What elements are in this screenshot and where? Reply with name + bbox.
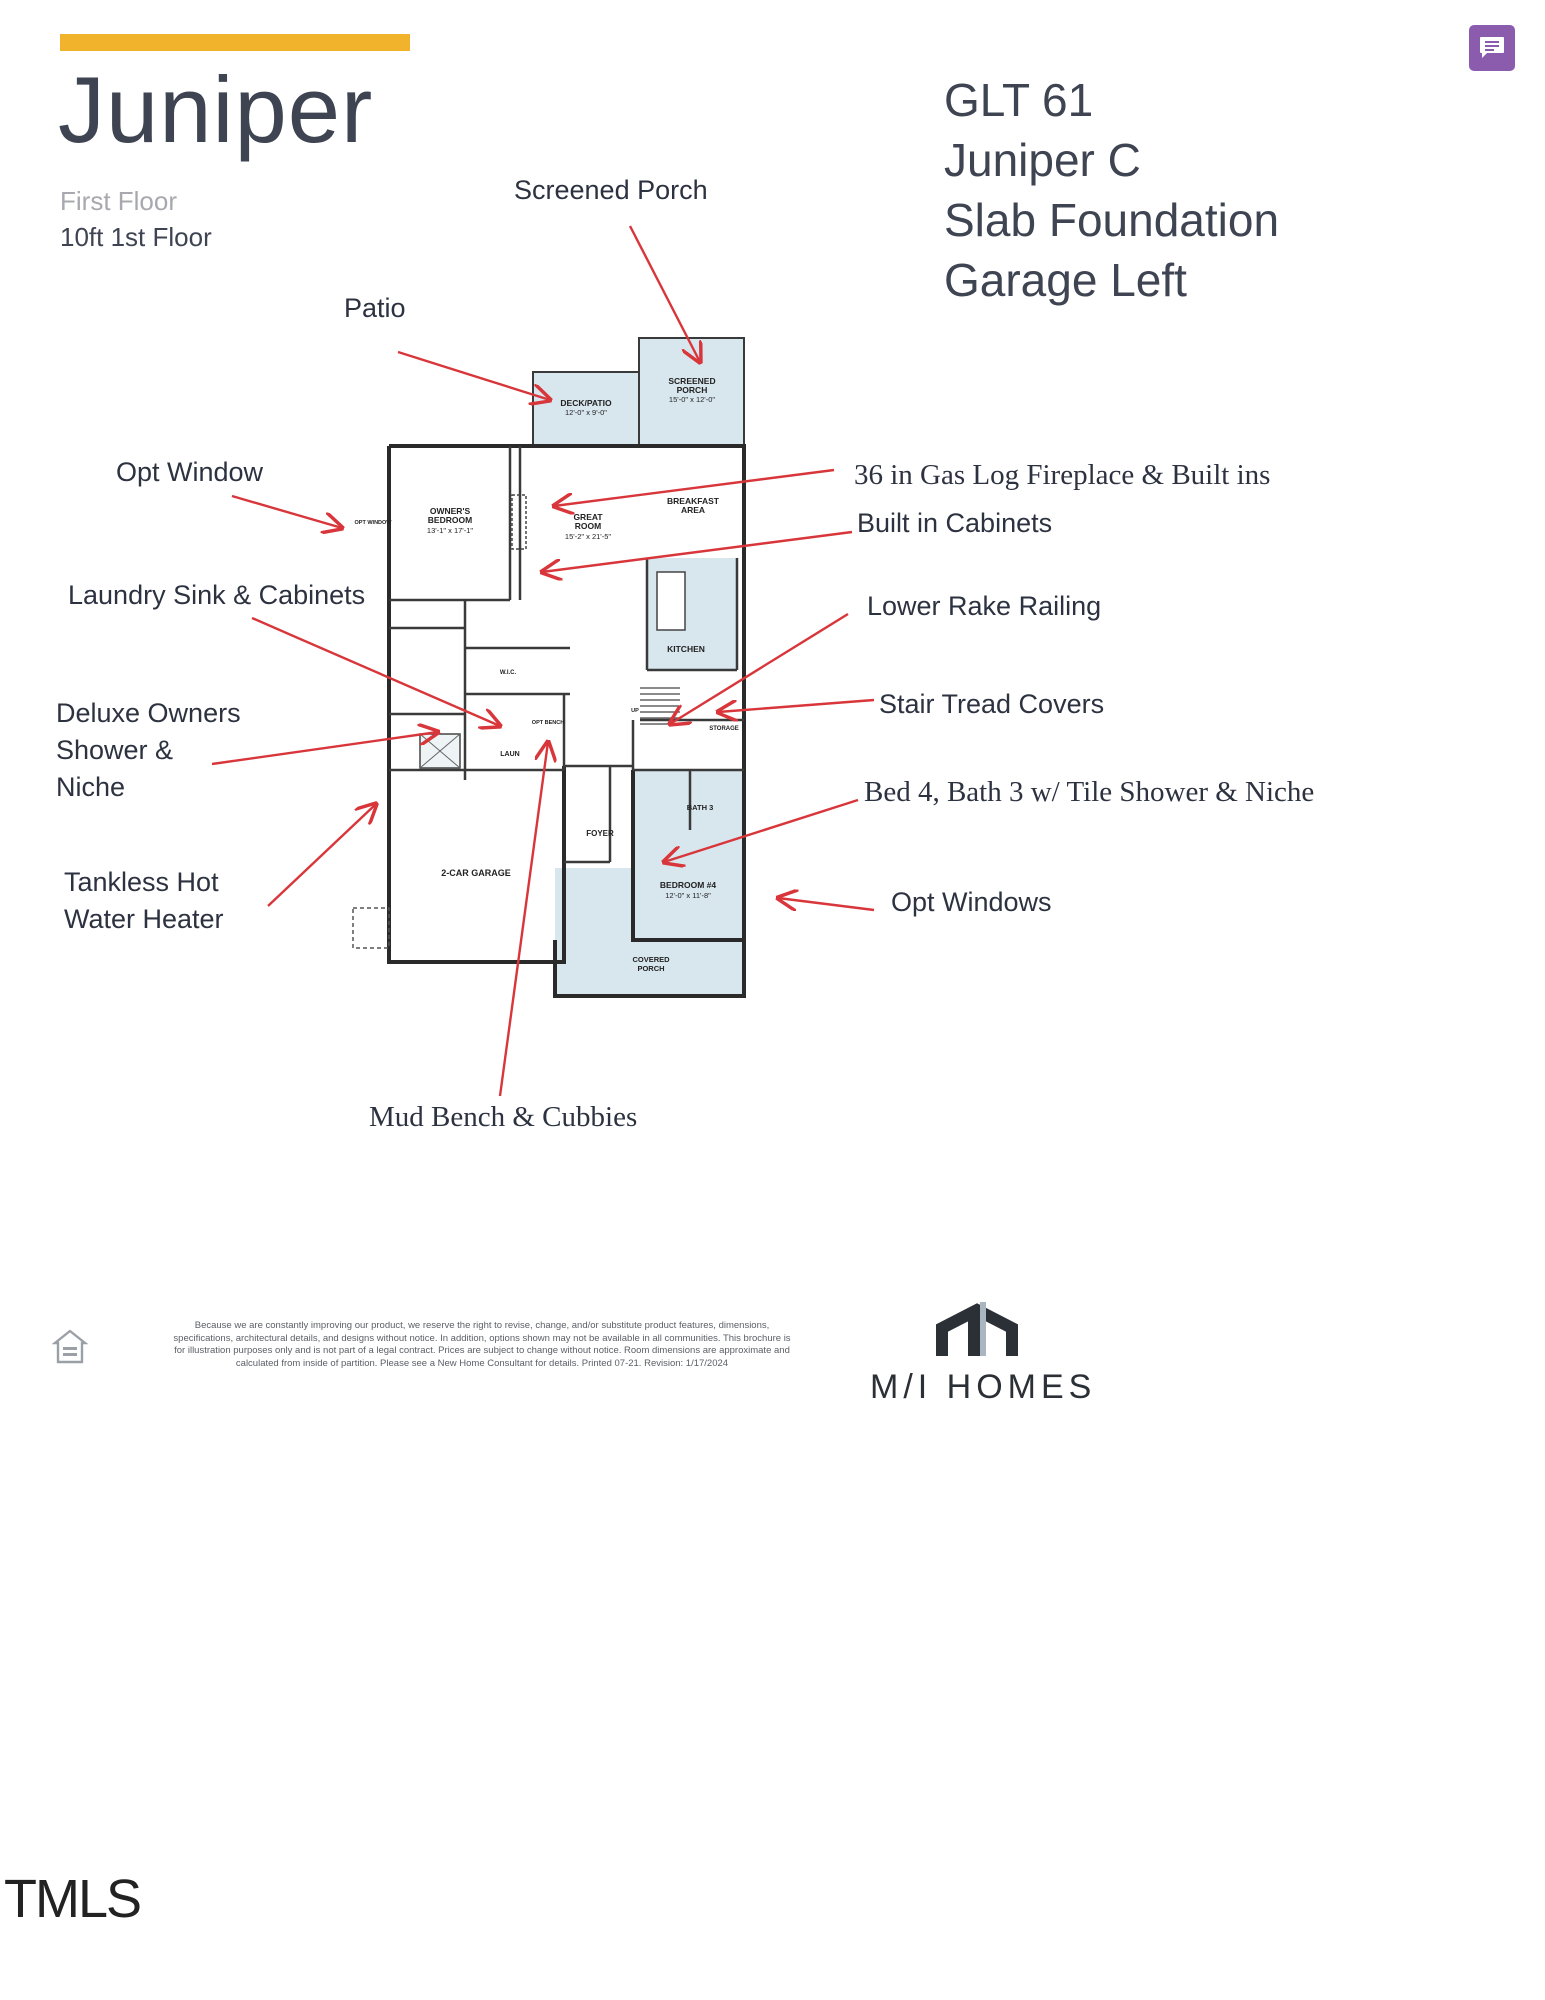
callout-opt-windows: Opt Windows bbox=[891, 887, 1052, 917]
brand-name: M/I HOMES bbox=[870, 1368, 1097, 1406]
comment-icon bbox=[1480, 37, 1504, 58]
arrow-stair-tread bbox=[718, 698, 875, 712]
room-storage: STORAGE bbox=[709, 726, 739, 732]
foundation-type: Slab Foundation bbox=[944, 194, 1280, 246]
arrow-built-in-cabinets bbox=[542, 530, 853, 572]
callout-deluxe-shower-line3: Niche bbox=[56, 772, 126, 802]
floor-label: First Floor bbox=[60, 186, 177, 216]
room-screened-porch: SCREENED bbox=[668, 376, 715, 386]
callout-mud-bench: Mud Bench & Cubbies bbox=[369, 1101, 638, 1133]
disclaimer-text: Because we are constantly improving our … bbox=[173, 1320, 791, 1369]
room-garage: 2-CAR GARAGE bbox=[441, 868, 511, 878]
callout-laundry-sink: Laundry Sink & Cabinets bbox=[68, 580, 366, 610]
arrow-opt-windows bbox=[778, 898, 875, 912]
callout-deluxe-shower-line2: Shower & bbox=[56, 735, 174, 765]
room-bedroom4-dim: 12'-0" x 11'-8" bbox=[665, 891, 711, 900]
room-owners-bedroom: OWNER'S bbox=[430, 506, 471, 516]
room-deck-patio-dim: 12'-0" x 9'-0" bbox=[565, 408, 607, 417]
callout-screened-porch: Screened Porch bbox=[514, 175, 708, 205]
arrow-opt-window bbox=[231, 494, 342, 528]
callout-deluxe-shower-line1: Deluxe Owners bbox=[56, 698, 241, 728]
arrow-fireplace bbox=[554, 468, 835, 506]
plan-elevation: Juniper C bbox=[944, 134, 1141, 186]
callout-tankless-line1: Tankless Hot bbox=[64, 867, 219, 897]
covered-porch-area bbox=[555, 868, 743, 996]
floor-sub-label: 10ft 1st Floor bbox=[60, 222, 212, 252]
callout-stair-tread: Stair Tread Covers bbox=[879, 689, 1105, 719]
room-great-room-dim: 15'-2" x 21'-5" bbox=[565, 532, 611, 541]
wall-left bbox=[387, 446, 566, 964]
callout-deluxe-shower: Deluxe Owners Shower & Niche bbox=[56, 695, 241, 806]
room-owners-bedroom-dim: 13'-1" x 17'-1" bbox=[427, 526, 473, 535]
room-up: UP bbox=[631, 708, 639, 714]
room-opt-bench: OPT BENCH bbox=[532, 720, 564, 726]
mls-watermark: TMLS bbox=[4, 1869, 142, 1929]
room-screened-porch-2: PORCH bbox=[677, 385, 708, 395]
arrow-deluxe-shower bbox=[211, 732, 438, 766]
arrow-mud-bench bbox=[498, 742, 548, 1097]
arrow-laundry-sink bbox=[251, 616, 500, 726]
accent-bar bbox=[60, 34, 410, 51]
room-foyer: FOYER bbox=[586, 829, 614, 838]
garage-orientation: Garage Left bbox=[944, 254, 1187, 306]
callout-lower-rake-railing: Lower Rake Railing bbox=[867, 591, 1102, 621]
room-laundry: LAUN bbox=[500, 751, 519, 758]
room-kitchen: KITCHEN bbox=[667, 644, 705, 654]
callout-built-in-cabinets: Built in Cabinets bbox=[857, 508, 1053, 538]
wall-bed4 bbox=[631, 770, 746, 942]
room-walk-in: W.I.C. bbox=[500, 670, 517, 676]
room-bath3: BATH 3 bbox=[687, 803, 714, 812]
room-great-room-2: ROOM bbox=[575, 521, 601, 531]
page-title: Juniper bbox=[58, 57, 374, 162]
callout-fireplace: 36 in Gas Log Fireplace & Built ins bbox=[854, 459, 1271, 491]
room-breakfast-2: AREA bbox=[681, 505, 705, 515]
room-breakfast: BREAKFAST bbox=[667, 496, 720, 506]
comment-button[interactable] bbox=[1469, 25, 1515, 71]
wall-rear bbox=[389, 444, 746, 770]
lot-info: GLT 61 Juniper C Slab Foundation Garage … bbox=[944, 70, 1279, 310]
lot-number: GLT 61 bbox=[944, 74, 1094, 126]
room-deck-patio: DECK/PATIO bbox=[560, 398, 612, 408]
wall-covered-porch bbox=[553, 940, 746, 998]
arrow-bed4 bbox=[664, 798, 859, 862]
arrow-patio bbox=[397, 350, 550, 400]
callout-tankless-line2: Water Heater bbox=[64, 904, 224, 934]
room-great-room: GREAT bbox=[573, 512, 603, 522]
room-screened-porch-dim: 15'-0" x 12'-0" bbox=[669, 395, 715, 404]
room-covered-porch: COVERED bbox=[632, 955, 670, 964]
arrow-lower-rake bbox=[670, 612, 849, 724]
arrow-screened-porch bbox=[628, 225, 700, 362]
room-opt-window: OPT WINDOW bbox=[355, 520, 393, 526]
floor-plan: SCREENED PORCH 15'-0" x 12'-0" DECK/PATI… bbox=[211, 225, 875, 1097]
callout-opt-window: Opt Window bbox=[116, 457, 264, 487]
room-covered-porch-2: PORCH bbox=[637, 964, 664, 973]
room-bedroom4: BEDROOM #4 bbox=[660, 880, 716, 890]
arrow-tankless bbox=[267, 804, 376, 907]
brand-logo-icon bbox=[936, 1302, 1018, 1356]
room-owners-bedroom-2: BEDROOM bbox=[428, 515, 472, 525]
callout-bed4-bath3: Bed 4, Bath 3 w/ Tile Shower & Niche bbox=[864, 776, 1315, 808]
callout-tankless: Tankless Hot Water Heater bbox=[64, 864, 224, 938]
callout-patio: Patio bbox=[344, 293, 406, 323]
equal-housing-icon bbox=[52, 1329, 88, 1364]
